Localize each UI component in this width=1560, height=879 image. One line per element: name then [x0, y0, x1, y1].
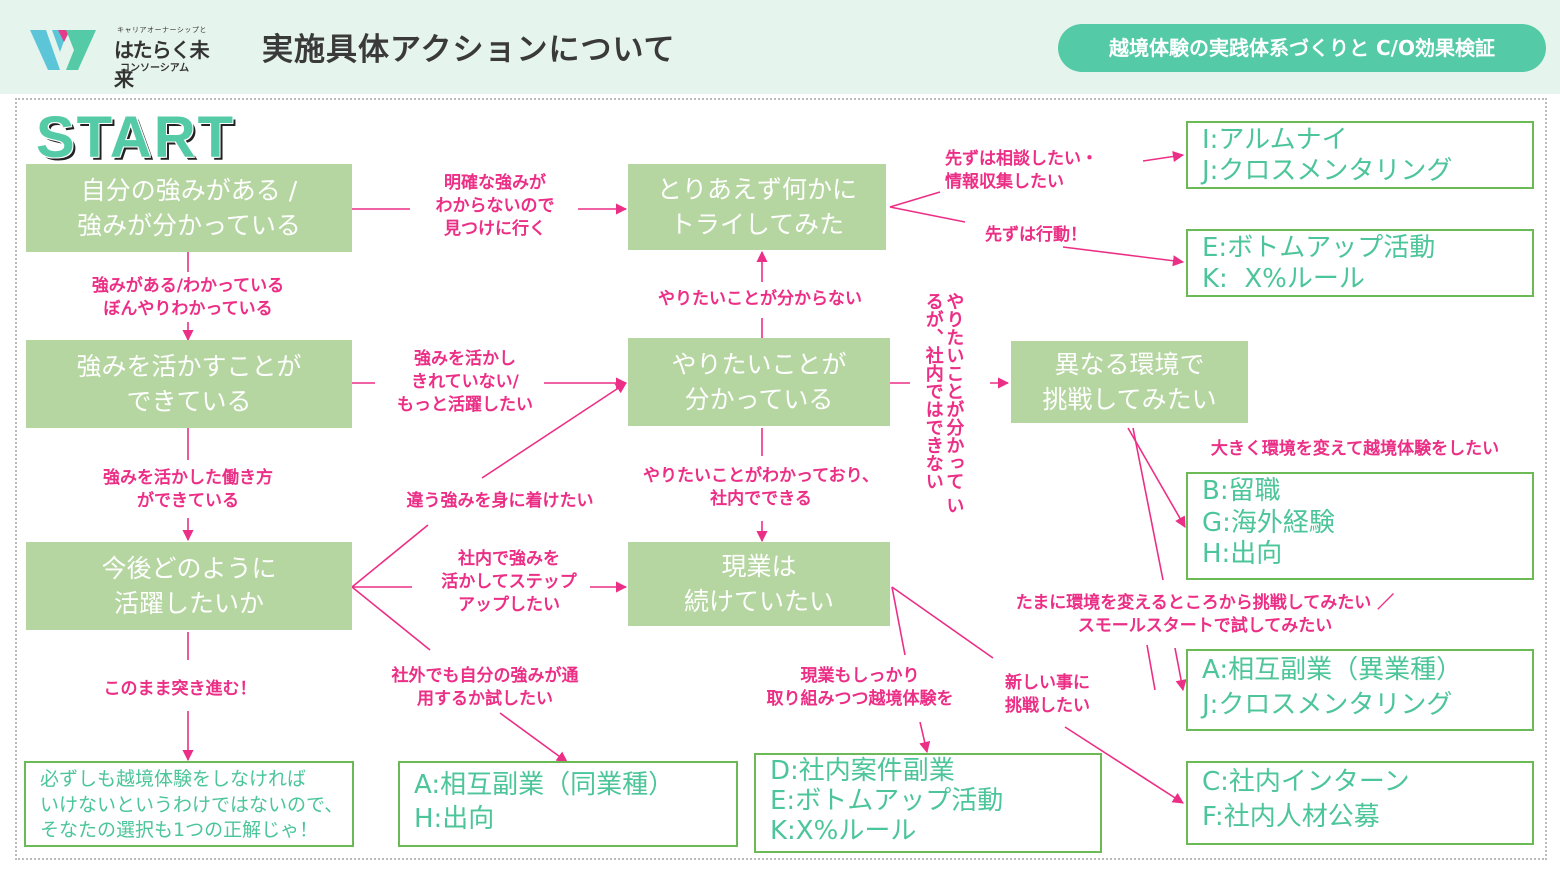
result-line: H:出向: [1202, 539, 1283, 570]
node-strength: 自分の強みがある / 強みが分かっている: [26, 164, 352, 252]
result-line: K: X%ルール: [1202, 264, 1365, 295]
result-leave: B:留職 G:海外経験 H:出向: [1186, 472, 1534, 580]
result-line: A:相互副業（異業種）: [1202, 655, 1463, 685]
result-line: D:社内案件副業: [770, 756, 955, 786]
label-consult: 先ずは相談したい・ 情報収集したい: [945, 149, 1098, 192]
logo-tagline: キャリアオーナーシップと: [117, 26, 207, 34]
logo-w-icon: [30, 30, 96, 70]
project-tag: 越境体験の実践体系づくりと C/O効果検証: [1058, 24, 1546, 72]
result-bottomup: E:ボトムアップ活動 K: X%ルール: [1186, 229, 1534, 297]
label-dont-know-want: やりたいことが分からない: [658, 289, 862, 309]
label-both: 現業もしっかり 取り組みつつ越境体験を: [766, 666, 954, 709]
edge-continue-both-b: [919, 721, 931, 754]
result-line: J:クロスメンタリング: [1202, 690, 1453, 721]
edge-future-outside: [351, 586, 431, 651]
result-line: I:アルムナイ: [1202, 125, 1348, 155]
label-action: 先ずは行動！: [985, 225, 1087, 245]
result-line: E:ボトムアップ活動: [1202, 233, 1436, 263]
edge-consult-result: [1142, 150, 1185, 163]
edge-continue-new-a: [891, 586, 994, 659]
result-line: いけないというわけではないので、: [40, 793, 344, 816]
node-continue: 現業は 続けていたい: [628, 542, 890, 626]
result-line: K:X%ルール: [770, 815, 917, 846]
label-go-straight: このまま突き進む！: [103, 679, 257, 699]
label-new-things: 新しい事に 挑戦したい: [1005, 673, 1090, 716]
result-mutual-same: A:相互副業（同業種） H:出向: [398, 761, 738, 847]
result-line: C:社内インターン: [1202, 767, 1410, 797]
result-line: H:出向: [414, 803, 495, 834]
label-not-fully: 強みを活かし きれていない/ もっと活躍したい: [397, 349, 533, 415]
label-big-change: 大きく環境を変えて越境体験をしたい: [1210, 439, 1500, 459]
result-intern: C:社内インターン F:社内人材公募: [1186, 761, 1534, 845]
label-find-strength: 明確な強みが わからないので 見つけに行く: [435, 173, 555, 239]
node-future: 今後どのように 活躍したいか: [26, 542, 352, 630]
edge-small-result: [1146, 644, 1156, 691]
node-know-want: やりたいことが 分かっている: [628, 338, 890, 426]
result-internal: D:社内案件副業 E:ボトムアップ活動 K:X%ルール: [754, 753, 1102, 853]
start-label: START: [36, 105, 236, 170]
result-alumni: I:アルムナイ J:クロスメンタリング: [1186, 121, 1534, 189]
result-line: E:ボトムアップ活動: [770, 785, 1004, 816]
logo-name: はたらく未来: [114, 38, 210, 91]
logo-sub: コンソーシアム: [120, 63, 190, 74]
diagram-frame: [15, 98, 1547, 860]
result-line: G:海外経験: [1202, 507, 1335, 538]
page-title: 実施具体アクションについて: [262, 32, 676, 68]
edge-continue-both-a: [891, 586, 906, 656]
result-as-is: 必ずしも越境体験をしなければ いけないというわけではないので、 そなたの選択も1…: [24, 761, 354, 847]
edge-future-different-b: [481, 382, 627, 479]
label-cant-inside: やりたいことが分かって いるが、社内ではできない: [922, 292, 965, 515]
edge-continue-new-b: [1064, 726, 1184, 804]
label-step-up: 社内で強みを 活かしてステップ アップしたい: [441, 549, 577, 615]
result-line: B:留職: [1202, 476, 1281, 506]
result-line: A:相互副業（同業種）: [414, 770, 675, 800]
label-have-strength: 強みがある/わかっている ぼんやりわかっている: [91, 276, 285, 319]
header-bar: キャリアオーナーシップと はたらく未来 コンソーシアム 実施具体アクションについ…: [0, 0, 1560, 94]
edge-outside-result: [499, 712, 568, 763]
result-line: F:社内人材公募: [1202, 802, 1380, 833]
label-test-outside: 社外でも自分の強みが通 用するか試したい: [391, 666, 579, 709]
result-line: J:クロスメンタリング: [1202, 156, 1453, 187]
label-can-inside: やりたいことがわかっており、 社内でできる: [643, 466, 879, 509]
logo: キャリアオーナーシップと はたらく未来 コンソーシアム: [30, 22, 220, 91]
edge-try-consult: [889, 191, 941, 208]
node-try: とりあえず何かに トライしてみた: [628, 164, 886, 250]
edge-diff-small: [1132, 427, 1164, 581]
node-different-env: 異なる環境で 挑戦してみたい: [1011, 341, 1248, 423]
edge-diff-big: [1127, 427, 1186, 528]
result-line: そなたの選択も1つの正解じゃ！: [40, 819, 319, 842]
result-line: 必ずしも越境体験をしなければ: [40, 768, 307, 790]
result-mutual-different: A:相互副業（異業種） J:クロスメンタリング: [1186, 649, 1534, 731]
node-utilize: 強みを活かすことが できている: [26, 340, 352, 428]
edge-future-different-a: [351, 524, 429, 588]
edge-try-action: [889, 206, 966, 223]
label-working-style: 強みを活かした働き方 ができている: [103, 468, 273, 511]
edge-small-result-b: [1174, 647, 1187, 692]
label-different-strength: 違う強みを身に着けたい: [406, 491, 594, 511]
label-small-start: たまに環境を変えるところから挑戦してみたい ／ スモールスタートで試してみたい: [1015, 593, 1395, 636]
edge-action-result: [1062, 246, 1185, 267]
